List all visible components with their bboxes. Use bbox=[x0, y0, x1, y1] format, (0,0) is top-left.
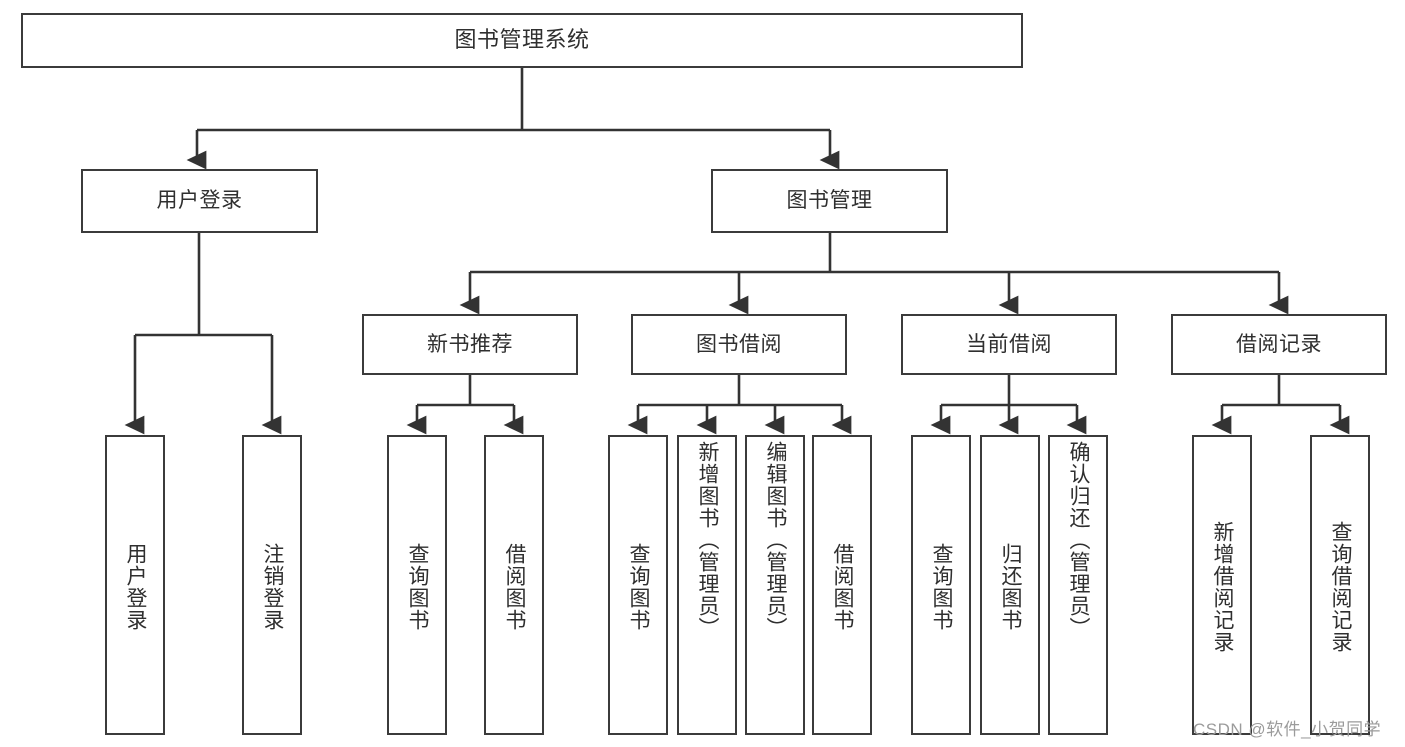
node-label: 查询图书 bbox=[627, 543, 651, 631]
node-label: 借阅图书 bbox=[831, 543, 855, 631]
csdn-watermark: CSDN @软件_小贺同学 bbox=[1193, 720, 1382, 739]
node-label: 图书管理 bbox=[786, 189, 873, 213]
node-label: 用户登录 bbox=[156, 189, 243, 213]
node-label: 当前借阅 bbox=[966, 332, 1052, 356]
node-label: 归还图书 bbox=[999, 543, 1023, 631]
node-label: 查询图书 bbox=[406, 543, 430, 631]
leaf-query-book-3[interactable]: 查询图书 bbox=[911, 435, 971, 735]
leaf-add-record[interactable]: 新增借阅记录 bbox=[1192, 435, 1252, 735]
node-label: 编辑图书（管理员） bbox=[764, 441, 788, 639]
node-label: 查询借阅记录 bbox=[1329, 521, 1353, 653]
node-borrow-record[interactable]: 借阅记录 bbox=[1171, 314, 1387, 375]
leaf-edit-book[interactable]: 编辑图书（管理员） bbox=[745, 435, 805, 735]
leaf-query-book-2[interactable]: 查询图书 bbox=[608, 435, 668, 735]
node-label: 借阅图书 bbox=[503, 543, 527, 631]
leaf-confirm-return[interactable]: 确认归还（管理员） bbox=[1048, 435, 1108, 735]
node-label: 借阅记录 bbox=[1236, 332, 1322, 356]
node-label: 新增图书（管理员） bbox=[696, 441, 720, 639]
leaf-borrow-book-1[interactable]: 借阅图书 bbox=[484, 435, 544, 735]
node-label: 图书借阅 bbox=[696, 332, 782, 356]
leaf-query-record[interactable]: 查询借阅记录 bbox=[1310, 435, 1370, 735]
node-label: 新书推荐 bbox=[427, 332, 513, 356]
node-label: 用户登录 bbox=[124, 543, 148, 631]
leaf-query-book-1[interactable]: 查询图书 bbox=[387, 435, 447, 735]
node-label: 注销登录 bbox=[261, 543, 285, 631]
node-current-borrow[interactable]: 当前借阅 bbox=[901, 314, 1117, 375]
node-book-management-system[interactable]: 图书管理系统 bbox=[21, 13, 1023, 68]
node-label: 确认归还（管理员） bbox=[1067, 441, 1091, 639]
node-user-login[interactable]: 用户登录 bbox=[81, 169, 318, 233]
node-new-book-recommend[interactable]: 新书推荐 bbox=[362, 314, 578, 375]
node-book-management[interactable]: 图书管理 bbox=[711, 169, 948, 233]
node-label: 新增借阅记录 bbox=[1211, 521, 1235, 653]
leaf-return-book[interactable]: 归还图书 bbox=[980, 435, 1040, 735]
node-book-borrow[interactable]: 图书借阅 bbox=[631, 314, 847, 375]
leaf-borrow-book-2[interactable]: 借阅图书 bbox=[812, 435, 872, 735]
node-label: 查询图书 bbox=[930, 543, 954, 631]
leaf-logout[interactable]: 注销登录 bbox=[242, 435, 302, 735]
leaf-user-login[interactable]: 用户登录 bbox=[105, 435, 165, 735]
node-label: 图书管理系统 bbox=[454, 27, 590, 53]
leaf-add-book[interactable]: 新增图书（管理员） bbox=[677, 435, 737, 735]
